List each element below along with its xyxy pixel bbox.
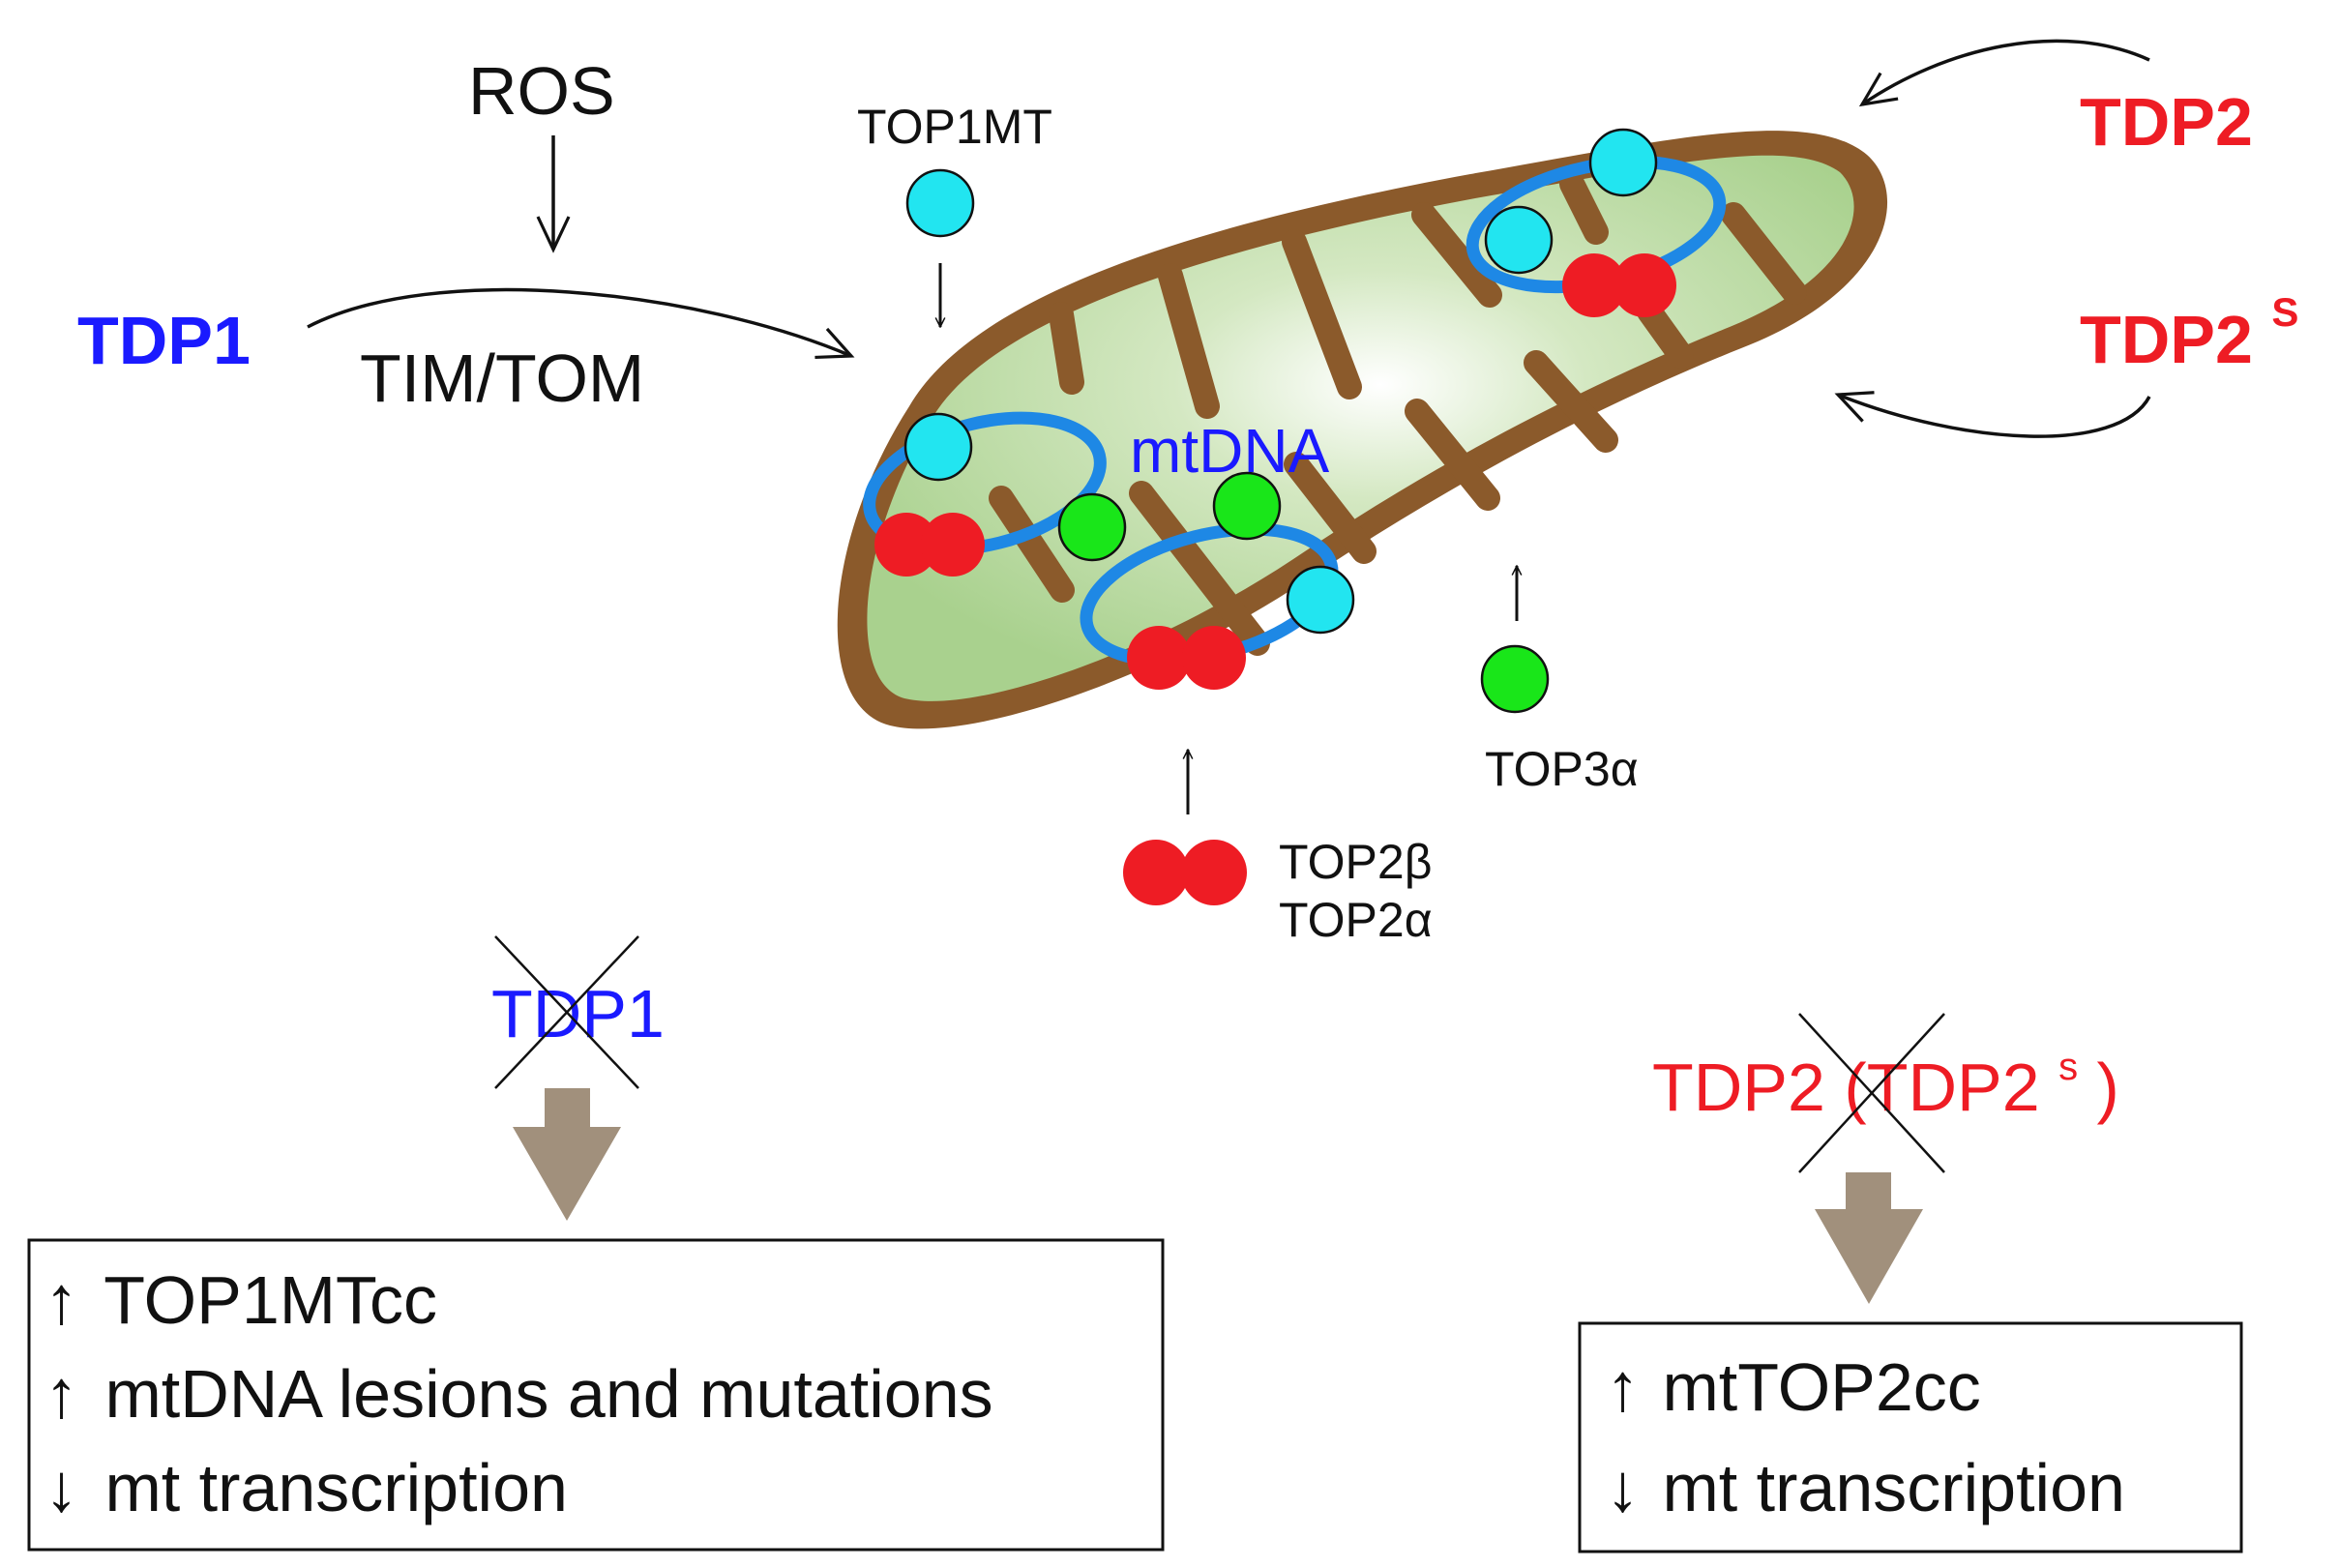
top2-dimer-free bbox=[1123, 840, 1247, 905]
top3a-molecules-bound bbox=[1057, 471, 1282, 562]
right-outcome-list: ↑ mtTOP2cc ↓ mt transcription bbox=[1606, 1349, 2125, 1525]
right-outcome-1: ↑ mtTOP2cc bbox=[1606, 1349, 1981, 1425]
left-outcome-3: ↓ mt transcription bbox=[44, 1450, 568, 1525]
right-outcome-box bbox=[1578, 1321, 2243, 1553]
mtdna-label: mtDNA bbox=[1130, 416, 1330, 486]
tdp2s-import-arrow bbox=[1834, 391, 2151, 438]
left-outcome-list: ↑ TOP1MTcc ↑ mtDNA lesions and mutations… bbox=[44, 1262, 993, 1525]
left-outcome-1: ↑ TOP1MTcc bbox=[44, 1262, 437, 1338]
tdp2-knockout-sup: s bbox=[2058, 1046, 2078, 1088]
tdp1-knockout-label: TDP1 bbox=[491, 976, 665, 1051]
left-outcome-2: ↑ mtDNA lesions and mutations bbox=[44, 1356, 993, 1432]
left-outcome-3-text: mt transcription bbox=[104, 1450, 567, 1525]
tdp1-knockout-cross bbox=[494, 935, 639, 1089]
tdp2-knockout-main: TDP2 bbox=[1652, 1050, 1825, 1125]
tdp2-label: TDP2 bbox=[2080, 84, 2253, 160]
left-outcome-3-arrow: ↓ bbox=[44, 1450, 78, 1525]
right-outcome-1-arrow: ↑ bbox=[1606, 1349, 1640, 1425]
tdp2-knockout-label: TDP2 (TDP2 s ) bbox=[1652, 1019, 2119, 1125]
left-outcome-box bbox=[27, 1238, 1165, 1552]
ros-label: ROS bbox=[468, 53, 615, 129]
right-outcome-1-text: mtTOP2cc bbox=[1662, 1349, 1980, 1425]
top2a-label: TOP2α bbox=[1279, 893, 1433, 947]
right-outcome-2-arrow: ↓ bbox=[1606, 1450, 1640, 1525]
right-outcome-2-text: mt transcription bbox=[1662, 1450, 2124, 1525]
top1mt-molecule-free bbox=[905, 168, 975, 238]
left-outcome-1-text: TOP1MTcc bbox=[104, 1262, 437, 1338]
left-outcome-1-arrow: ↑ bbox=[44, 1262, 78, 1338]
tdp1-import-arrow bbox=[307, 287, 855, 360]
left-down-arrow bbox=[513, 1088, 621, 1221]
mitochondrion: mtDNA bbox=[837, 128, 1888, 729]
tdp2-knockout-paren-close: ) bbox=[2097, 1050, 2119, 1125]
top2b-label: TOP2β bbox=[1279, 835, 1432, 889]
top3a-label: TOP3α bbox=[1485, 742, 1639, 796]
right-outcome-2: ↓ mt transcription bbox=[1606, 1450, 2125, 1525]
tdp2s-label: TDP2 S bbox=[2080, 289, 2298, 377]
cristae bbox=[989, 171, 1807, 656]
left-outcome-2-text: mtDNA lesions and mutations bbox=[104, 1356, 992, 1432]
top1mt-molecules-bound bbox=[903, 128, 1658, 635]
top1mt-label: TOP1MT bbox=[857, 100, 1052, 154]
left-outcome-2-arrow: ↑ bbox=[44, 1356, 78, 1432]
tim-tom-label: TIM/TOM bbox=[360, 340, 644, 416]
top2-dimers-bound bbox=[874, 253, 1676, 690]
tdp2-knockout-cross bbox=[1798, 1013, 1945, 1173]
tdp1-label: TDP1 bbox=[77, 303, 251, 378]
tdp2-import-arrow bbox=[1858, 39, 2150, 107]
mtdna-ring-left bbox=[863, 411, 1107, 556]
top3a-molecule-free bbox=[1480, 644, 1550, 714]
tdp2-knockout-paren-open: (TDP2 bbox=[1844, 1050, 2039, 1125]
tdp2s-label-sup: S bbox=[2271, 289, 2298, 335]
tdp2s-label-base: TDP2 bbox=[2080, 302, 2253, 377]
right-down-arrow bbox=[1815, 1172, 1923, 1304]
